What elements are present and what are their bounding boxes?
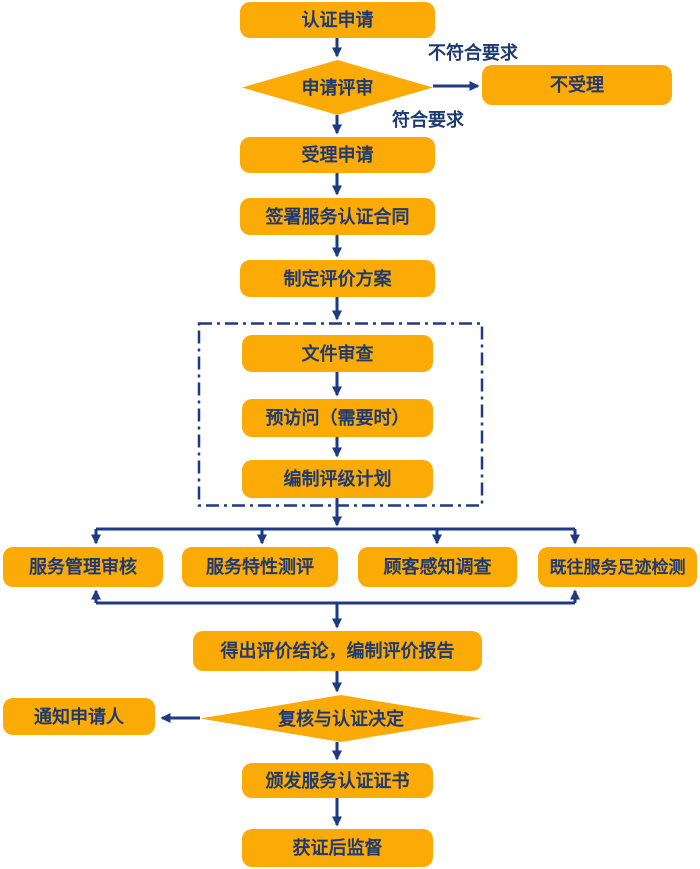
node-post-certification-supervision: 获证后监督 — [242, 829, 433, 867]
node-evaluation-conclusion-report: 得出评价结论，编制评价报告 — [193, 631, 482, 671]
edge-label-meet-requirements: 符合要求 — [392, 110, 464, 130]
node-accept-application: 受理申请 — [240, 137, 435, 173]
evaluation-group-border — [197, 322, 484, 507]
node-issue-service-certification-certificate: 颁发服务认证证书 — [242, 763, 433, 798]
node-pre-visit-when-needed: 预访问（需要时） — [242, 399, 433, 437]
node-past-service-footprint-check: 既往服务足迹检测 — [538, 547, 697, 587]
node-service-management-audit: 服务管理审核 — [3, 547, 163, 587]
node-document-review: 文件审查 — [242, 335, 433, 372]
node-sign-service-certification-contract: 签署服务认证合同 — [240, 198, 435, 235]
node-service-feature-test: 服务特性测评 — [182, 547, 338, 587]
node-prepare-rating-plan: 编制评级计划 — [242, 460, 433, 498]
edge-label-not-meet-requirements: 不符合要求 — [428, 43, 518, 63]
node-certification-application: 认证申请 — [240, 2, 435, 38]
node-notify-applicant: 通知申请人 — [3, 698, 155, 735]
node-not-accepted: 不受理 — [482, 65, 672, 105]
node-customer-perception-survey: 顾客感知调查 — [358, 547, 517, 587]
node-make-evaluation-plan: 制定评价方案 — [240, 260, 435, 297]
